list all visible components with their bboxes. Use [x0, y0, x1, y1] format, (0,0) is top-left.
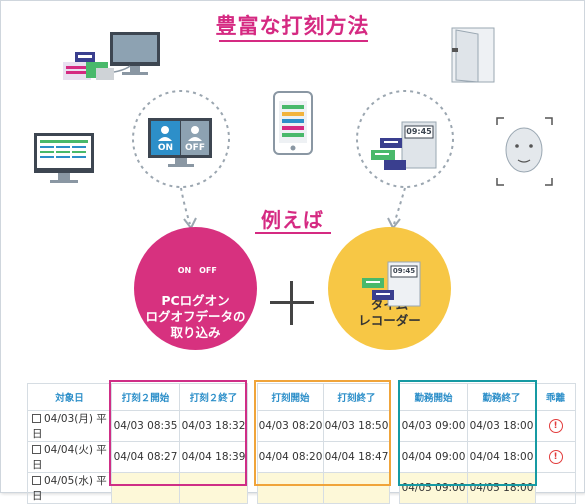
smartphone-icon	[273, 91, 313, 155]
header-target-date: 対象日	[27, 383, 112, 411]
pc-method-line-3: 取り込み	[170, 325, 221, 340]
header-divergence: 乖離	[535, 383, 576, 411]
pc-method-line-1: PCログオン	[161, 293, 230, 308]
punch-highlight-box	[254, 380, 391, 486]
main-title: 豊富な打刻方法	[215, 14, 370, 38]
time-recorder-dashed-circle	[356, 90, 454, 230]
row-checkbox[interactable]	[32, 414, 41, 423]
punch2-highlight-box	[109, 380, 247, 486]
circle-off-label: OFF	[199, 266, 217, 275]
door-icon	[451, 27, 495, 83]
recorder-line-2: レコーダー	[358, 313, 421, 328]
header-work-start: 勤務開始	[399, 383, 468, 411]
header-punch-start: 打刻開始	[257, 383, 324, 411]
warning-icon: !	[548, 419, 563, 433]
plus-sign-vertical	[290, 281, 293, 325]
on-label: ON	[157, 143, 174, 153]
circle-on-label: ON	[177, 266, 192, 275]
face-recognition-icon	[496, 117, 553, 186]
recorder-circle-overlay	[362, 261, 421, 307]
warning-icon: !	[548, 450, 563, 464]
pc-logon-dashed-circle	[132, 90, 230, 230]
work-highlight-box	[398, 380, 537, 486]
row-checkbox[interactable]	[32, 476, 41, 485]
main-title-underline	[219, 40, 368, 42]
sub-title-underline	[255, 232, 331, 234]
attendance-monitor-icon	[34, 133, 94, 183]
desktop-monitor-icon	[110, 32, 160, 75]
card-reader-icon	[63, 52, 131, 80]
row-checkbox[interactable]	[32, 445, 41, 454]
pc-method-line-2: ログオフデータの	[145, 309, 246, 324]
header-work-end: 勤務終了	[467, 383, 536, 411]
pc-logon-circle: PCログオン ログオフデータの 取り込み	[134, 227, 257, 350]
circle-clock-time: 09:45	[392, 267, 416, 275]
table-row: 04/03(月) 平日 04/03 08:35 04/03 18:32 04/0…	[27, 410, 576, 442]
clock-time-display: 09:45	[406, 127, 432, 136]
off-label: OFF	[185, 143, 205, 153]
sub-title: 例えば	[261, 208, 324, 232]
